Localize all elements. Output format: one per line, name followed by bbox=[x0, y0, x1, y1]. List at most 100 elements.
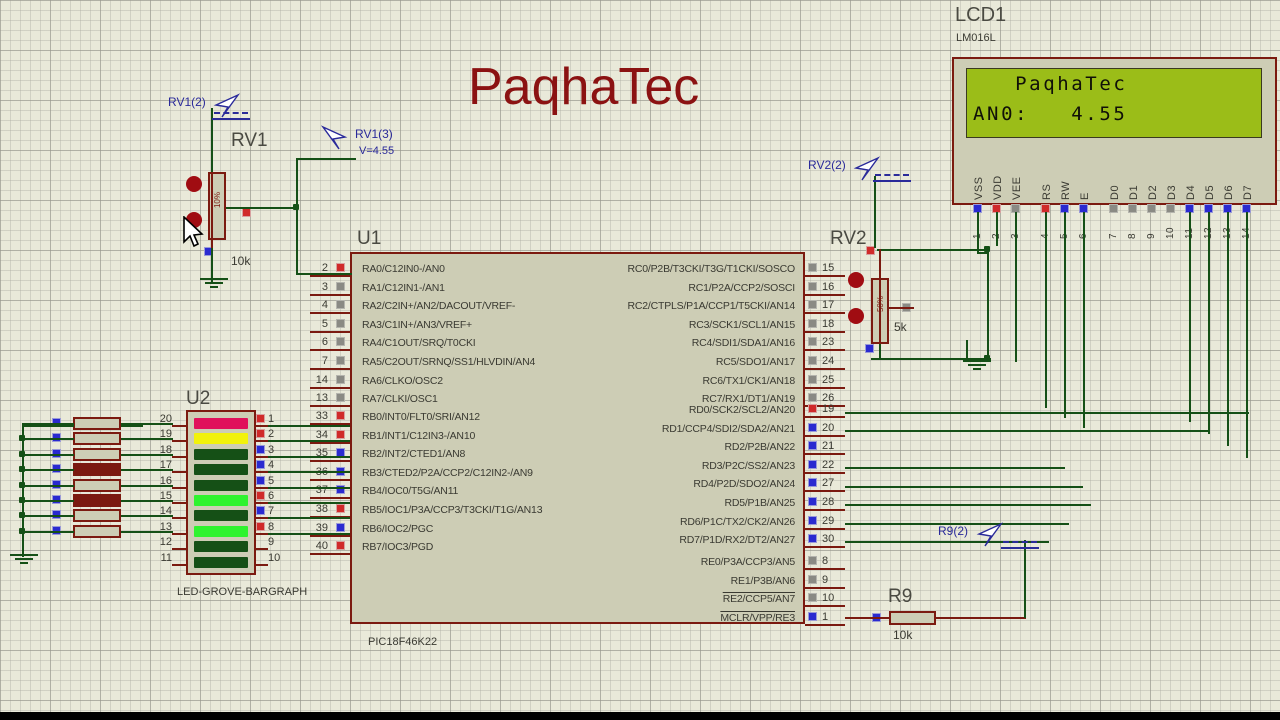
probe-arrow-icon[interactable] bbox=[212, 93, 242, 121]
rv2-increase-knob[interactable] bbox=[848, 272, 864, 288]
rv1-pin-1[interactable] bbox=[205, 248, 212, 255]
bargraph-pin-terminal[interactable] bbox=[257, 507, 264, 515]
pin-terminal[interactable] bbox=[809, 301, 816, 309]
pin-terminal[interactable] bbox=[337, 357, 344, 364]
bargraph-pin-terminal[interactable] bbox=[257, 430, 264, 438]
probe-arrow-icon[interactable] bbox=[852, 156, 882, 184]
resistor-pin[interactable] bbox=[53, 449, 60, 457]
lcd-pin-terminal[interactable] bbox=[1080, 205, 1087, 212]
pin-terminal[interactable] bbox=[809, 423, 816, 431]
resistor-body[interactable] bbox=[73, 417, 121, 430]
resistor-body[interactable] bbox=[73, 494, 121, 507]
bargraph-pin-terminal[interactable] bbox=[257, 445, 264, 453]
pin-terminal[interactable] bbox=[337, 319, 344, 327]
resistor-pin[interactable] bbox=[53, 480, 60, 488]
pin-terminal[interactable] bbox=[337, 264, 344, 271]
resistor-body[interactable] bbox=[73, 432, 121, 446]
rv2-value-label: 5k bbox=[894, 320, 907, 334]
pin-terminal[interactable] bbox=[809, 535, 816, 543]
lcd-pin-terminal[interactable] bbox=[1224, 205, 1231, 212]
lcd-pin-terminal[interactable] bbox=[1110, 205, 1117, 212]
resistor-pin[interactable] bbox=[53, 526, 60, 534]
pin-terminal[interactable] bbox=[337, 430, 344, 438]
bargraph-pin-terminal[interactable] bbox=[257, 461, 264, 469]
resistor-pin[interactable] bbox=[53, 511, 60, 519]
pin-number: 17 bbox=[822, 299, 835, 312]
u1-chip-body[interactable] bbox=[350, 252, 805, 624]
lcd-pin-terminal[interactable] bbox=[1042, 205, 1049, 212]
pin-terminal[interactable] bbox=[809, 612, 816, 620]
pin-terminal[interactable] bbox=[809, 319, 816, 327]
probe-arrow-icon[interactable] bbox=[321, 125, 351, 153]
lcd-pin-terminal[interactable] bbox=[1129, 205, 1136, 212]
rv1-value-label: 10k bbox=[231, 254, 251, 268]
resistor-pin[interactable] bbox=[53, 419, 60, 426]
pin-terminal[interactable] bbox=[337, 412, 344, 419]
lcd-pin-terminal[interactable] bbox=[993, 205, 1000, 212]
bargraph-pin-terminal[interactable] bbox=[257, 415, 264, 422]
pin-terminal[interactable] bbox=[809, 405, 816, 412]
pin-terminal[interactable] bbox=[809, 442, 816, 450]
r9-body[interactable] bbox=[889, 611, 936, 625]
pin-terminal[interactable] bbox=[809, 575, 816, 583]
pin-stub bbox=[310, 368, 350, 370]
resistor-body[interactable] bbox=[73, 478, 121, 492]
resistor-body[interactable] bbox=[73, 509, 121, 523]
pin-label: RA5/C2OUT/SRNQ/SS1/HLVDIN/AN4 bbox=[362, 356, 536, 368]
pin-terminal[interactable] bbox=[809, 594, 816, 602]
wire-h bbox=[22, 425, 74, 427]
rv1-increase-knob[interactable] bbox=[186, 176, 202, 192]
pin-terminal[interactable] bbox=[809, 557, 816, 564]
resistor-pin[interactable] bbox=[53, 434, 60, 442]
bargraph-pin-terminal[interactable] bbox=[257, 522, 264, 530]
bargraph-pin-terminal[interactable] bbox=[257, 476, 264, 484]
pin-label: RD7/P1D/RX2/DT2/AN27 bbox=[679, 534, 795, 547]
pin-terminal[interactable] bbox=[337, 282, 344, 290]
lcd-pin-terminal[interactable] bbox=[974, 205, 981, 212]
pin-terminal[interactable] bbox=[337, 486, 344, 494]
pin-terminal[interactable] bbox=[809, 479, 816, 487]
pin-terminal[interactable] bbox=[337, 449, 344, 457]
pin-terminal[interactable] bbox=[809, 498, 816, 505]
resistor-body[interactable] bbox=[73, 463, 121, 477]
resistor-pin[interactable] bbox=[53, 465, 60, 473]
lcd-pin-terminal[interactable] bbox=[1205, 205, 1212, 212]
pin-terminal[interactable] bbox=[809, 357, 816, 364]
probe-arrow-icon[interactable] bbox=[975, 522, 1005, 550]
pin-terminal[interactable] bbox=[337, 542, 344, 550]
rv1-wiper-pin[interactable] bbox=[243, 209, 250, 216]
pin-terminal[interactable] bbox=[809, 338, 816, 346]
bargraph-pin-terminal[interactable] bbox=[257, 492, 264, 499]
pin-terminal[interactable] bbox=[337, 301, 344, 309]
pin-terminal[interactable] bbox=[809, 375, 816, 383]
pin-terminal[interactable] bbox=[809, 394, 816, 402]
resistor-pin[interactable] bbox=[53, 496, 60, 503]
lcd-pin-terminal[interactable] bbox=[1061, 205, 1068, 212]
pin-terminal[interactable] bbox=[337, 338, 344, 346]
lcd-pin-terminal[interactable] bbox=[1243, 205, 1250, 212]
pin-terminal[interactable] bbox=[809, 460, 816, 468]
resistor-body[interactable] bbox=[73, 447, 121, 461]
rv2-decrease-knob[interactable] bbox=[848, 308, 864, 324]
pin-number: 24 bbox=[822, 355, 835, 367]
lcd-pin-terminal[interactable] bbox=[1186, 205, 1193, 212]
pin-terminal[interactable] bbox=[809, 516, 816, 524]
pin-terminal[interactable] bbox=[337, 394, 344, 402]
pin-stub bbox=[172, 563, 188, 566]
lcd-pin-terminal[interactable] bbox=[1167, 205, 1174, 212]
pin-terminal[interactable] bbox=[337, 523, 344, 531]
pin-number: 20 bbox=[822, 421, 835, 434]
rv2-pin-top[interactable] bbox=[867, 247, 874, 254]
ground-symbol-rv1 bbox=[200, 278, 228, 290]
pin-terminal[interactable] bbox=[809, 264, 816, 271]
lcd-pin-terminal[interactable] bbox=[1012, 205, 1019, 212]
rv2-pin-bottom[interactable] bbox=[866, 345, 873, 352]
pin-terminal[interactable] bbox=[809, 282, 816, 290]
resistor-body[interactable] bbox=[73, 524, 121, 538]
lcd-pin-terminal[interactable] bbox=[1148, 205, 1155, 212]
pin-stub bbox=[172, 532, 188, 535]
pin-terminal[interactable] bbox=[337, 375, 344, 383]
wire-h bbox=[121, 425, 143, 427]
pin-terminal[interactable] bbox=[337, 505, 344, 512]
